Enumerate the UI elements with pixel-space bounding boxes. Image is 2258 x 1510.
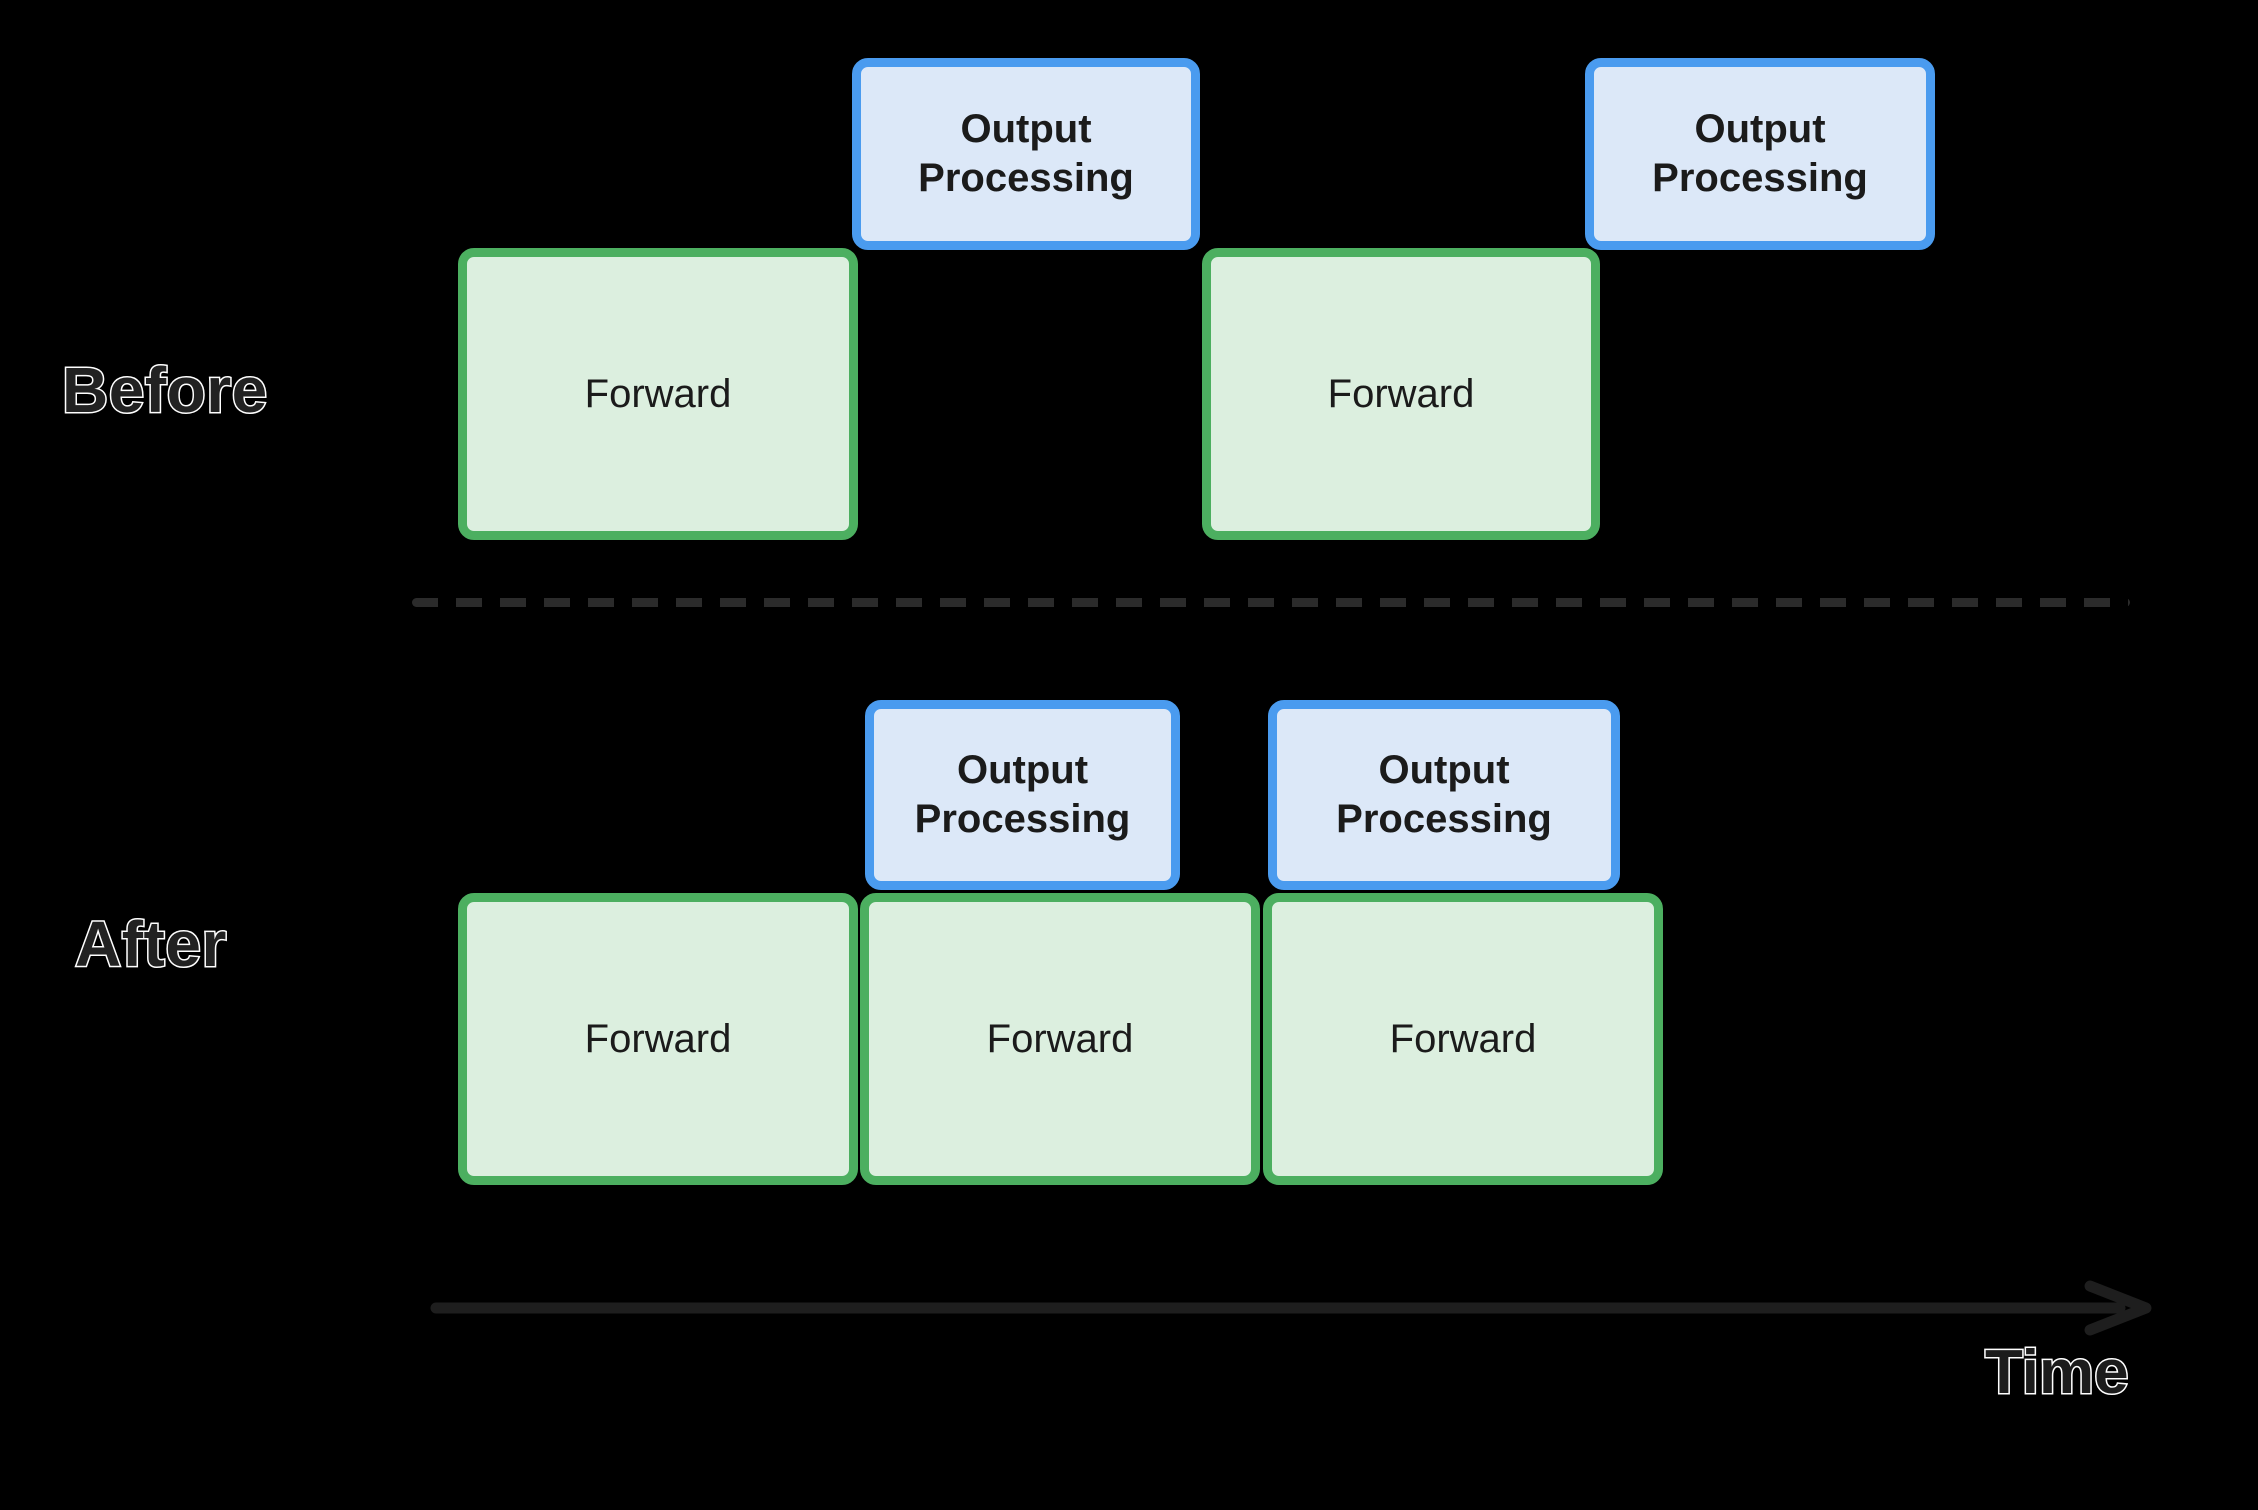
block-label: Output Processing bbox=[1652, 107, 1868, 200]
block-label: Output Processing bbox=[1336, 748, 1552, 841]
forward-block-before-2: Forward bbox=[458, 248, 858, 540]
section-divider bbox=[412, 598, 2130, 607]
forward-block-before-4: Forward bbox=[1202, 248, 1600, 540]
block-label: Forward bbox=[1389, 1016, 1537, 1061]
time-axis-label: Time bbox=[1984, 1338, 2131, 1407]
block-label: Forward bbox=[986, 1016, 1134, 1061]
output-processing-block-before-1: Output Processing bbox=[852, 58, 1200, 250]
block-label: Forward bbox=[1327, 371, 1475, 416]
block-label: Forward bbox=[584, 371, 732, 416]
forward-block-after-5: Forward bbox=[1263, 893, 1663, 1185]
time-axis-arrow bbox=[430, 1280, 2152, 1336]
block-label: Output Processing bbox=[914, 748, 1131, 841]
block-label: Forward bbox=[584, 1016, 732, 1061]
output-processing-block-before-3: Output Processing bbox=[1585, 58, 1935, 250]
row-label-after: After bbox=[74, 908, 228, 980]
forward-block-after-3: Forward bbox=[458, 893, 858, 1185]
time-axis-arrowhead bbox=[2084, 1280, 2152, 1336]
forward-block-after-4: Forward bbox=[860, 893, 1260, 1185]
row-label-before: Before bbox=[61, 354, 269, 426]
output-processing-block-after-1: Output Processing bbox=[865, 700, 1180, 890]
block-label: Output Processing bbox=[918, 107, 1134, 200]
output-processing-block-after-2: Output Processing bbox=[1268, 700, 1620, 890]
